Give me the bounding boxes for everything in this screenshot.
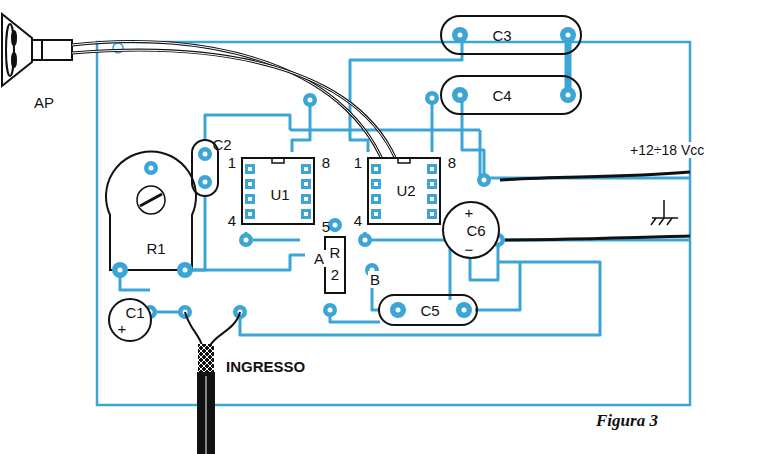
pin-number: 5 (322, 219, 330, 234)
part-label: + (465, 205, 474, 220)
trimmer-r1: R1 (96, 160, 206, 278)
part-label: − (465, 242, 474, 257)
figure-caption: Figura 3 (596, 412, 658, 429)
supply-label: +12÷18 Vcc (628, 142, 706, 158)
trimmer-r1-outline (96, 160, 206, 278)
pcb-trace (565, 35, 572, 95)
input-label: INGRESSO (224, 358, 307, 375)
pin-number: 8 (322, 155, 330, 170)
resistor-r2: R2 (324, 236, 346, 294)
part-label: R1 (146, 241, 165, 256)
capacitor-c5: C5 (378, 294, 478, 326)
capacitor-c6: + C6 − (442, 200, 500, 260)
part-label: C4 (492, 88, 511, 103)
integrated-circuit-u1: 1 8U1 4 5 (222, 150, 336, 234)
part-label: C1 (125, 305, 144, 320)
part-label: U1 (270, 187, 289, 202)
part-label: + (118, 321, 127, 336)
pin-number: 1 (354, 155, 362, 170)
pin-number: 4 (354, 213, 362, 228)
capacitor-c3: C3 (440, 15, 582, 55)
part-label: R (330, 245, 341, 260)
test-point-label: B (368, 271, 382, 288)
pin-number: 1 (228, 155, 236, 170)
capacitor-c4: C4 (440, 75, 582, 115)
pin-number: 4 (228, 213, 236, 228)
pin-number: 8 (448, 155, 456, 170)
part-label: C6 (466, 223, 485, 238)
speaker-label: AP (32, 94, 56, 111)
test-point-label: A (312, 250, 326, 267)
part-label: C3 (492, 28, 511, 43)
part-label: 2 (331, 267, 339, 282)
capacitor-c1: C1+ (108, 298, 152, 342)
part-label: C2 (212, 137, 231, 152)
part-label: C5 (420, 303, 439, 318)
part-label: U2 (396, 183, 415, 198)
